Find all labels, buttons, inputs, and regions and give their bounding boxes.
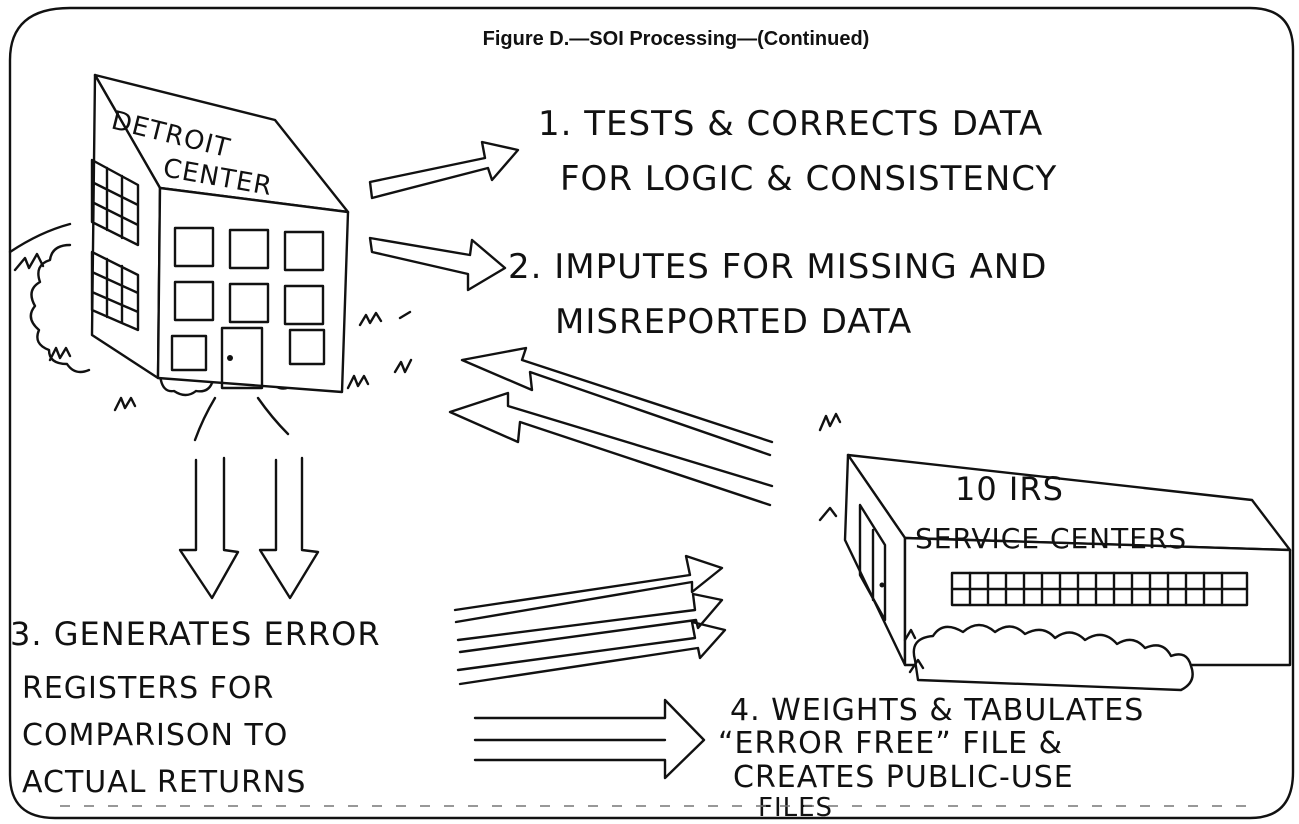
sc-bushes — [912, 623, 1194, 692]
arrow-to-step-2 — [368, 236, 507, 292]
svg-text:3. GENERATES ERROR: 3. GENERATES ERROR — [10, 615, 381, 653]
svg-text:1. TESTS & CORRECTS DATA: 1. TESTS & CORRECTS DATA — [538, 104, 1043, 144]
svg-text:“ERROR FREE” FILE &: “ERROR FREE” FILE & — [718, 726, 1063, 761]
sc-door — [858, 503, 887, 622]
svg-text:2. IMPUTES FOR MISSING AND: 2. IMPUTES FOR MISSING AND — [508, 247, 1047, 287]
arrow-to-step-1 — [368, 140, 520, 200]
svg-text:MISREPORTED DATA: MISREPORTED DATA — [555, 302, 912, 342]
building-front-windows — [170, 226, 326, 390]
step-1-text: 1. TESTS & CORRECTS DATA FOR LOGIC & CON… — [538, 104, 1057, 199]
svg-text:4. WEIGHTS & TABULATES: 4. WEIGHTS & TABULATES — [730, 693, 1144, 728]
step-2-text: 2. IMPUTES FOR MISSING AND MISREPORTED D… — [508, 247, 1047, 342]
arrows-to-service-centers — [453, 554, 727, 686]
detroit-center-building: DETROIT CENTER — [8, 73, 413, 442]
step-3-text: 3. GENERATES ERROR REGISTERS FOR COMPARI… — [10, 615, 381, 800]
svg-text:FILES: FILES — [758, 793, 833, 823]
building-side-windows — [90, 158, 140, 332]
svg-text:ACTUAL RETURNS: ACTUAL RETURNS — [22, 765, 306, 800]
svg-text:REGISTERS FOR: REGISTERS FOR — [22, 671, 274, 706]
diagram-frame — [8, 6, 1295, 820]
door-knob — [227, 355, 233, 361]
building-front-face — [156, 186, 350, 394]
down-arrows-to-step-3 — [178, 456, 320, 600]
irs-service-centers-building: 10 IRS SERVICE CENTERS — [818, 412, 1292, 692]
svg-text:COMPARISON TO: COMPARISON TO — [22, 718, 288, 753]
svg-text:CREATES PUBLIC-USE: CREATES PUBLIC-USE — [733, 760, 1074, 795]
sc-label-line2: SERVICE CENTERS — [915, 522, 1187, 555]
svg-text:FOR LOGIC & CONSISTENCY: FOR LOGIC & CONSISTENCY — [560, 159, 1057, 199]
left-bushes — [29, 243, 91, 374]
sc-window-strip — [950, 571, 1249, 607]
figure-title: Figure D.—SOI Processing—(Continued) — [483, 28, 870, 50]
return-arrow-lower — [448, 391, 774, 507]
step-4-text: 4. WEIGHTS & TABULATES “ERROR FREE” FILE… — [718, 693, 1144, 823]
arrow-to-step-4 — [473, 698, 706, 780]
return-arrow-upper — [460, 346, 774, 457]
sc-label-line1: 10 IRS — [955, 470, 1064, 508]
